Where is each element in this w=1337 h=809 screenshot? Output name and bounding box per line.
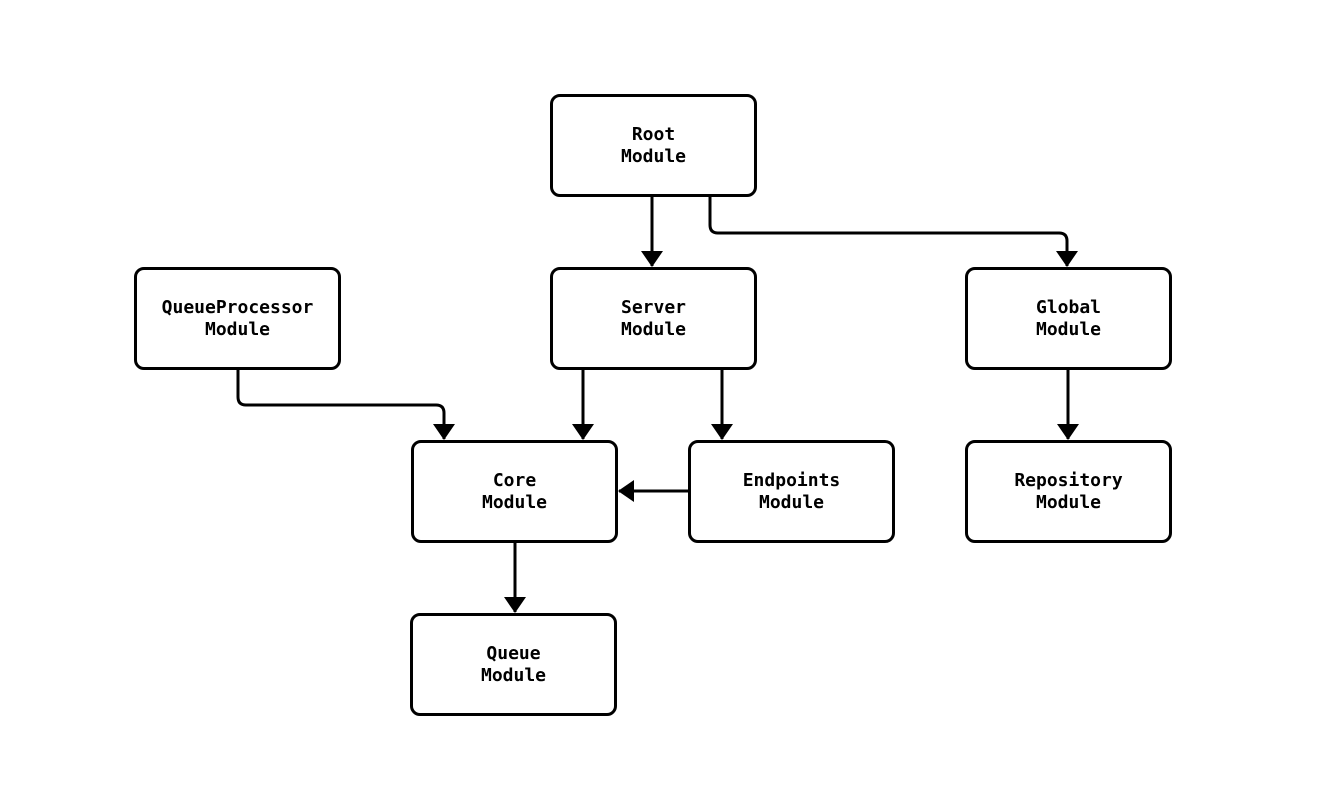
edge-root-to-global xyxy=(708,197,1078,267)
node-root-module: Root Module xyxy=(550,94,757,197)
node-label-line: Core xyxy=(492,469,537,491)
node-queueprocessor-module: QueueProcessor Module xyxy=(134,267,341,370)
edge-queueprocessor-to-core xyxy=(236,370,455,440)
node-core-module: Core Module xyxy=(411,440,618,543)
node-label-line: Server xyxy=(620,296,687,318)
node-label-line: Module xyxy=(480,664,547,686)
node-global-module: Global Module xyxy=(965,267,1172,370)
node-endpoints-module: Endpoints Module xyxy=(688,440,895,543)
node-label-line: Module xyxy=(1035,318,1102,340)
node-label-line: Global xyxy=(1035,296,1102,318)
node-repository-module: Repository Module xyxy=(965,440,1172,543)
node-label-line: Module xyxy=(620,318,687,340)
node-label-line: Queue xyxy=(486,642,541,664)
node-label-line: Module xyxy=(620,145,687,167)
node-label-line: Repository xyxy=(1014,469,1123,491)
node-label-line: Module xyxy=(1035,491,1102,513)
node-label-line: Module xyxy=(481,491,548,513)
node-label-line: QueueProcessor xyxy=(161,296,314,318)
node-label-line: Root xyxy=(631,123,676,145)
node-server-module: Server Module xyxy=(550,267,757,370)
node-queue-module: Queue Module xyxy=(410,613,617,716)
node-label-line: Module xyxy=(204,318,271,340)
node-label-line: Endpoints xyxy=(742,469,841,491)
node-label-line: Module xyxy=(758,491,825,513)
